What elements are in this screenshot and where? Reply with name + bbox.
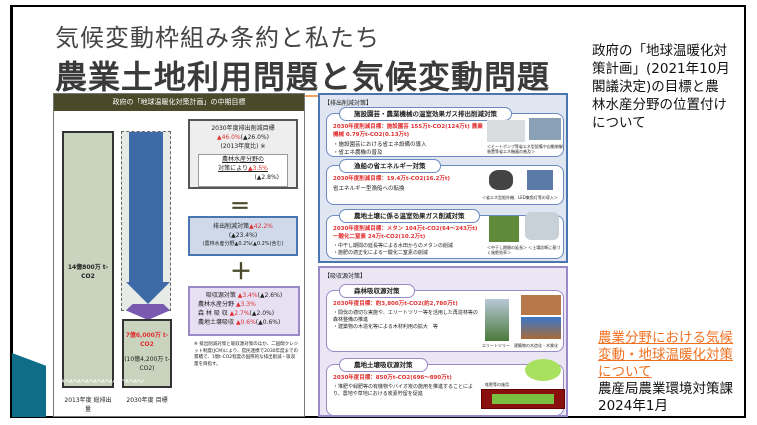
inner2: 対策により — [218, 165, 249, 172]
card-target: 2030年度目標：850万t-CO2(696〜890万t) — [333, 375, 452, 381]
emission-red: ▲42.2% — [249, 223, 273, 230]
measure-card: 施設園芸・農業機械の温室効果ガス排出削減対策 2030年度削減目標：施設園芸 1… — [326, 107, 564, 157]
target-red: ▲46.0% — [216, 134, 241, 141]
bar-2030-sub: (10億4,200万 t-CO2) — [124, 356, 170, 372]
absorb-title: 吸収源対策 — [205, 292, 236, 299]
bar-2030-value: 7億6,000万 t-CO2 — [125, 332, 169, 348]
card-caption: ＜ヒートポンプ等省エネ型設備や自動制御装置等省エネ機器の普及＞ — [487, 144, 563, 154]
target-paren: (▲26.0%) — [240, 134, 270, 141]
card-target: 2030年度削減目標：施設園芸 155万t-CO2(124万t) 農業機械 0.… — [333, 124, 483, 138]
footnote: ※ 排出削減対策と吸収源対策のほか、二国間クレジット制度(JCM)により、官民連… — [194, 342, 299, 367]
emission-box: 排出削減対策▲42.2% (▲23.4%) (農林水産分野▲0.2%(▲0.2%… — [188, 216, 298, 256]
card-title: 施設園芸・農業機械の温室効果ガス排出削減対策 — [339, 107, 512, 121]
wood-building-image — [521, 317, 561, 339]
card-target: 2030年度目標：約3,800万t-CO2(約2,780万t) — [333, 301, 458, 307]
emission-line2: (▲23.4%) — [228, 232, 258, 239]
soil-storage-diagram — [481, 389, 565, 409]
absorb-red: ▲3.4% — [237, 292, 258, 299]
card-caption: ＜中干し期間の延長＞ ＜土壌診断に基づく施肥効率＞ — [487, 245, 561, 255]
greenhouse-image — [529, 118, 561, 140]
wave-break: 〰〰〰〰〰〰〰〰〰〰〰 — [54, 379, 144, 388]
plus-sign: ＋ — [230, 260, 253, 285]
absorb-paren: (▲2.6%) — [257, 292, 283, 299]
outboard-motor-image — [489, 170, 513, 190]
card-title: 農地土壌吸収源対策 — [339, 358, 428, 372]
slide-subtitle: 農業土地利用問題と気候変動問題 — [55, 58, 551, 96]
label-2030: 2030年度 目標 — [126, 397, 168, 404]
inner1: 農林水産分野の — [221, 156, 264, 163]
card-bullets: ・施設園芸における省エネ設備の導入・省エネ農機の普及 — [333, 142, 427, 156]
card-body: 2030年度目標：850万t-CO2(696〜890万t) ・堆肥や緑肥等の有機… — [333, 374, 478, 398]
slide-frame — [10, 5, 746, 418]
absorb-box: 吸収源対策 ▲3.4%(▲2.6%) 農林水産分野 ▲3.3% 森 林 吸 収 … — [188, 286, 300, 336]
inner3: (▲2.8%) — [254, 174, 279, 181]
equipment-image — [487, 120, 525, 142]
sidebar-description: 政府の「地球温暖化対策計画」(2021年10月閣議決定)の目標と農林水産分野の位… — [592, 43, 730, 131]
source-credit: 農産局農業環境対策課 2024年1月 — [598, 381, 747, 414]
emission-line3: (農林水産分野▲0.2%(▲0.2%)含む) — [202, 241, 284, 247]
target-base: (2013年度比) ※ — [220, 143, 266, 150]
measure-card: 農地土壌吸収源対策 2030年度目標：850万t-CO2(696〜890万t) … — [326, 358, 565, 416]
section-label: 【吸収源対策】 — [324, 273, 367, 280]
card-target: 2030年度削減目標：19.4万t-CO2(16.2万t) — [333, 176, 451, 182]
card-caption: エリートツリー 建築物の木造化・木質化 — [482, 343, 558, 348]
absorb-row: 森 林 吸 収 ▲2.7%(▲2.0%) — [198, 310, 275, 317]
slide-title: 気候変動枠組み条約と私たち — [55, 24, 380, 52]
absorption-measures-panel: 【吸収源対策】 森林吸収源対策 2030年度目標：約3,800万t-CO2(約2… — [318, 266, 568, 417]
panel-header: 政府の「地球温暖化対策計画」の中期目標 — [54, 94, 304, 111]
card-bullets: ・中干し期間の延長等による水田からのメタンの削減・施肥の適正化による一酸化二窒素… — [333, 243, 453, 256]
card-body: 2030年度削減目標：19.4万t-CO2(16.2万t) 省エネルギー型漁船へ… — [333, 175, 478, 193]
card-body: 2030年度目標：約3,800万t-CO2(約2,780万t) ・間伐の適切な実… — [333, 300, 479, 331]
measure-card: 森林吸収源対策 2030年度目標：約3,800万t-CO2(約2,780万t) … — [326, 284, 564, 352]
card-bullets: 省エネルギー型漁船への転換 — [333, 186, 405, 192]
card-title: 漁船の省エネルギー対策 — [339, 159, 441, 173]
led-lamp-image — [527, 170, 553, 190]
mid-term-target-panel: 政府の「地球温暖化対策計画」の中期目標 14億800万 t-CO2 7億6,00… — [53, 93, 305, 417]
absorb-row: 農地土壌吸収 ▲0.6%(▲0.6%) — [198, 319, 281, 326]
emission-line1: 排出削減対策 — [213, 223, 250, 230]
bar-2013: 14億800万 t-CO2 — [62, 131, 114, 388]
soil-diagnosis-image — [525, 212, 559, 240]
title-underline — [55, 95, 560, 97]
card-bullets: ・間伐の適切な実施や、エリートツリー等を活用した再造林等の森林整備の推進・建築物… — [333, 310, 478, 330]
equals-sign: ＝ — [230, 194, 250, 218]
wood-interior-image — [521, 295, 561, 315]
rice-field-image — [489, 216, 519, 242]
bar-2030: 7億6,000万 t-CO2 (10億4,200万 t-CO2) — [122, 319, 172, 388]
sidebar-footer: 農業分野における気候変動・地球温暖化対策について 農産局農業環境対策課 2024… — [598, 330, 747, 415]
absorb-arrow — [126, 304, 170, 320]
emission-measures-panel: 【排出削減対策】 施設園芸・農業機械の温室効果ガス排出削減対策 2030年度削減… — [318, 93, 568, 263]
card-title: 森林吸収源対策 — [339, 284, 415, 298]
measure-card: 漁船の省エネルギー対策 2030年度削減目標：19.4万t-CO2(16.2万t… — [326, 159, 564, 205]
elite-tree-image — [485, 299, 509, 341]
bar-2013-value: 14億800万 t-CO2 — [67, 264, 109, 280]
source-link[interactable]: 農業分野における気候変動・地球温暖化対策について — [598, 330, 733, 380]
absorb-row: 農林水産分野 ▲3.3% — [198, 301, 256, 308]
measure-card: 農地土壌に係る温室効果ガス削減対策 2030年度削減目標：メタン 104万t-C… — [326, 209, 564, 259]
reduction-arrow — [129, 132, 163, 282]
target-line1: 2030年度排出削減目標 — [211, 125, 275, 132]
card-bullets: ・堆肥や緑肥等の有機物やバイオ炭の施用を推進することにより、農地や草地における炭… — [333, 384, 474, 397]
card-body: 2030年度削減目標：メタン 104万t-CO2(64〜243万t) 一酸化二窒… — [333, 225, 483, 257]
label-2013: 2013年度 総排出量 — [64, 397, 112, 413]
target-box: 2030年度排出削減目標 ▲46.0%(▲26.0%) (2013年度比) ※ … — [188, 119, 298, 189]
section-label: 【排出削減対策】 — [324, 100, 373, 107]
card-caption: 堆肥等の施用 — [485, 382, 509, 387]
card-body: 2030年度削減目標：施設園芸 155万t-CO2(124万t) 農業機械 0.… — [333, 123, 483, 157]
card-target: 2030年度削減目標：メタン 104万t-CO2(64〜243万t) 一酸化二窒… — [333, 226, 478, 240]
compost-bag-image — [525, 359, 561, 381]
card-title: 農地土壌に係る温室効果ガス削減対策 — [339, 209, 480, 223]
card-caption: ＜省エネ型船外機、LED集魚灯等の導入＞ — [482, 195, 558, 200]
inner2-red: ▲3.5% — [248, 165, 268, 172]
